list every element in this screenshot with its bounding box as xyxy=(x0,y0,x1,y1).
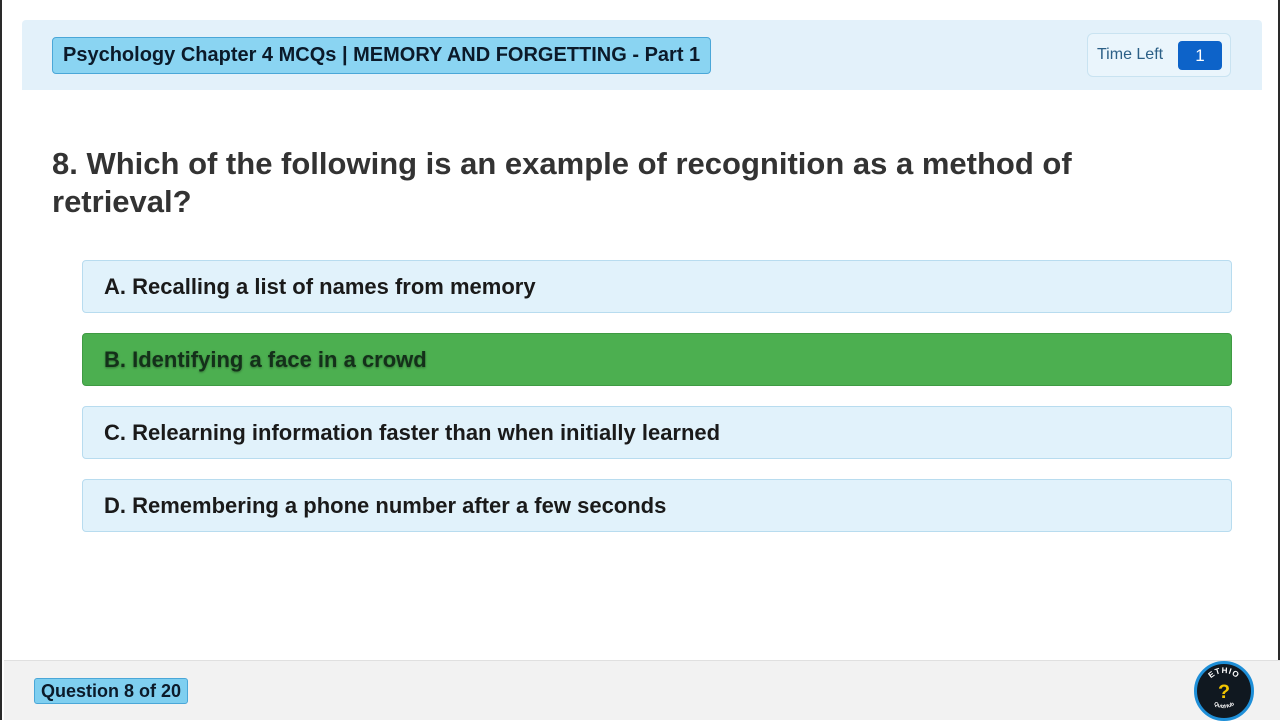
logo-top-text: ETHIO xyxy=(1207,666,1241,680)
quiz-title: Psychology Chapter 4 MCQs | MEMORY AND F… xyxy=(52,37,712,74)
svg-text:QuizHub: QuizHub xyxy=(1213,701,1236,710)
option-d[interactable]: D. Remembering a phone number after a fe… xyxy=(82,479,1232,532)
question-counter: Question 8 of 20 xyxy=(34,678,189,704)
quiz-footer: Question 8 of 20 ETHIO ? QuizHub xyxy=(4,660,1280,721)
logo-bottom-text: QuizHub xyxy=(1213,701,1236,710)
option-b[interactable]: B. Identifying a face in a crowd xyxy=(82,333,1232,386)
quiz-header: Psychology Chapter 4 MCQs | MEMORY AND F… xyxy=(22,20,1262,90)
timer-value: 1 xyxy=(1178,41,1222,70)
option-c[interactable]: C. Relearning information faster than wh… xyxy=(82,406,1232,459)
logo-graphic: ETHIO ? QuizHub xyxy=(1207,666,1242,710)
timer-box: Time Left 1 xyxy=(1087,33,1231,77)
timer-label: Time Left xyxy=(1097,46,1164,63)
question-mark-icon: ? xyxy=(1218,681,1230,703)
ethio-quizhub-logo: ETHIO ? QuizHub xyxy=(1194,661,1254,721)
question-text: 8. Which of the following is an example … xyxy=(52,146,1072,219)
svg-text:ETHIO: ETHIO xyxy=(1207,666,1242,680)
option-a[interactable]: A. Recalling a list of names from memory xyxy=(82,260,1232,313)
